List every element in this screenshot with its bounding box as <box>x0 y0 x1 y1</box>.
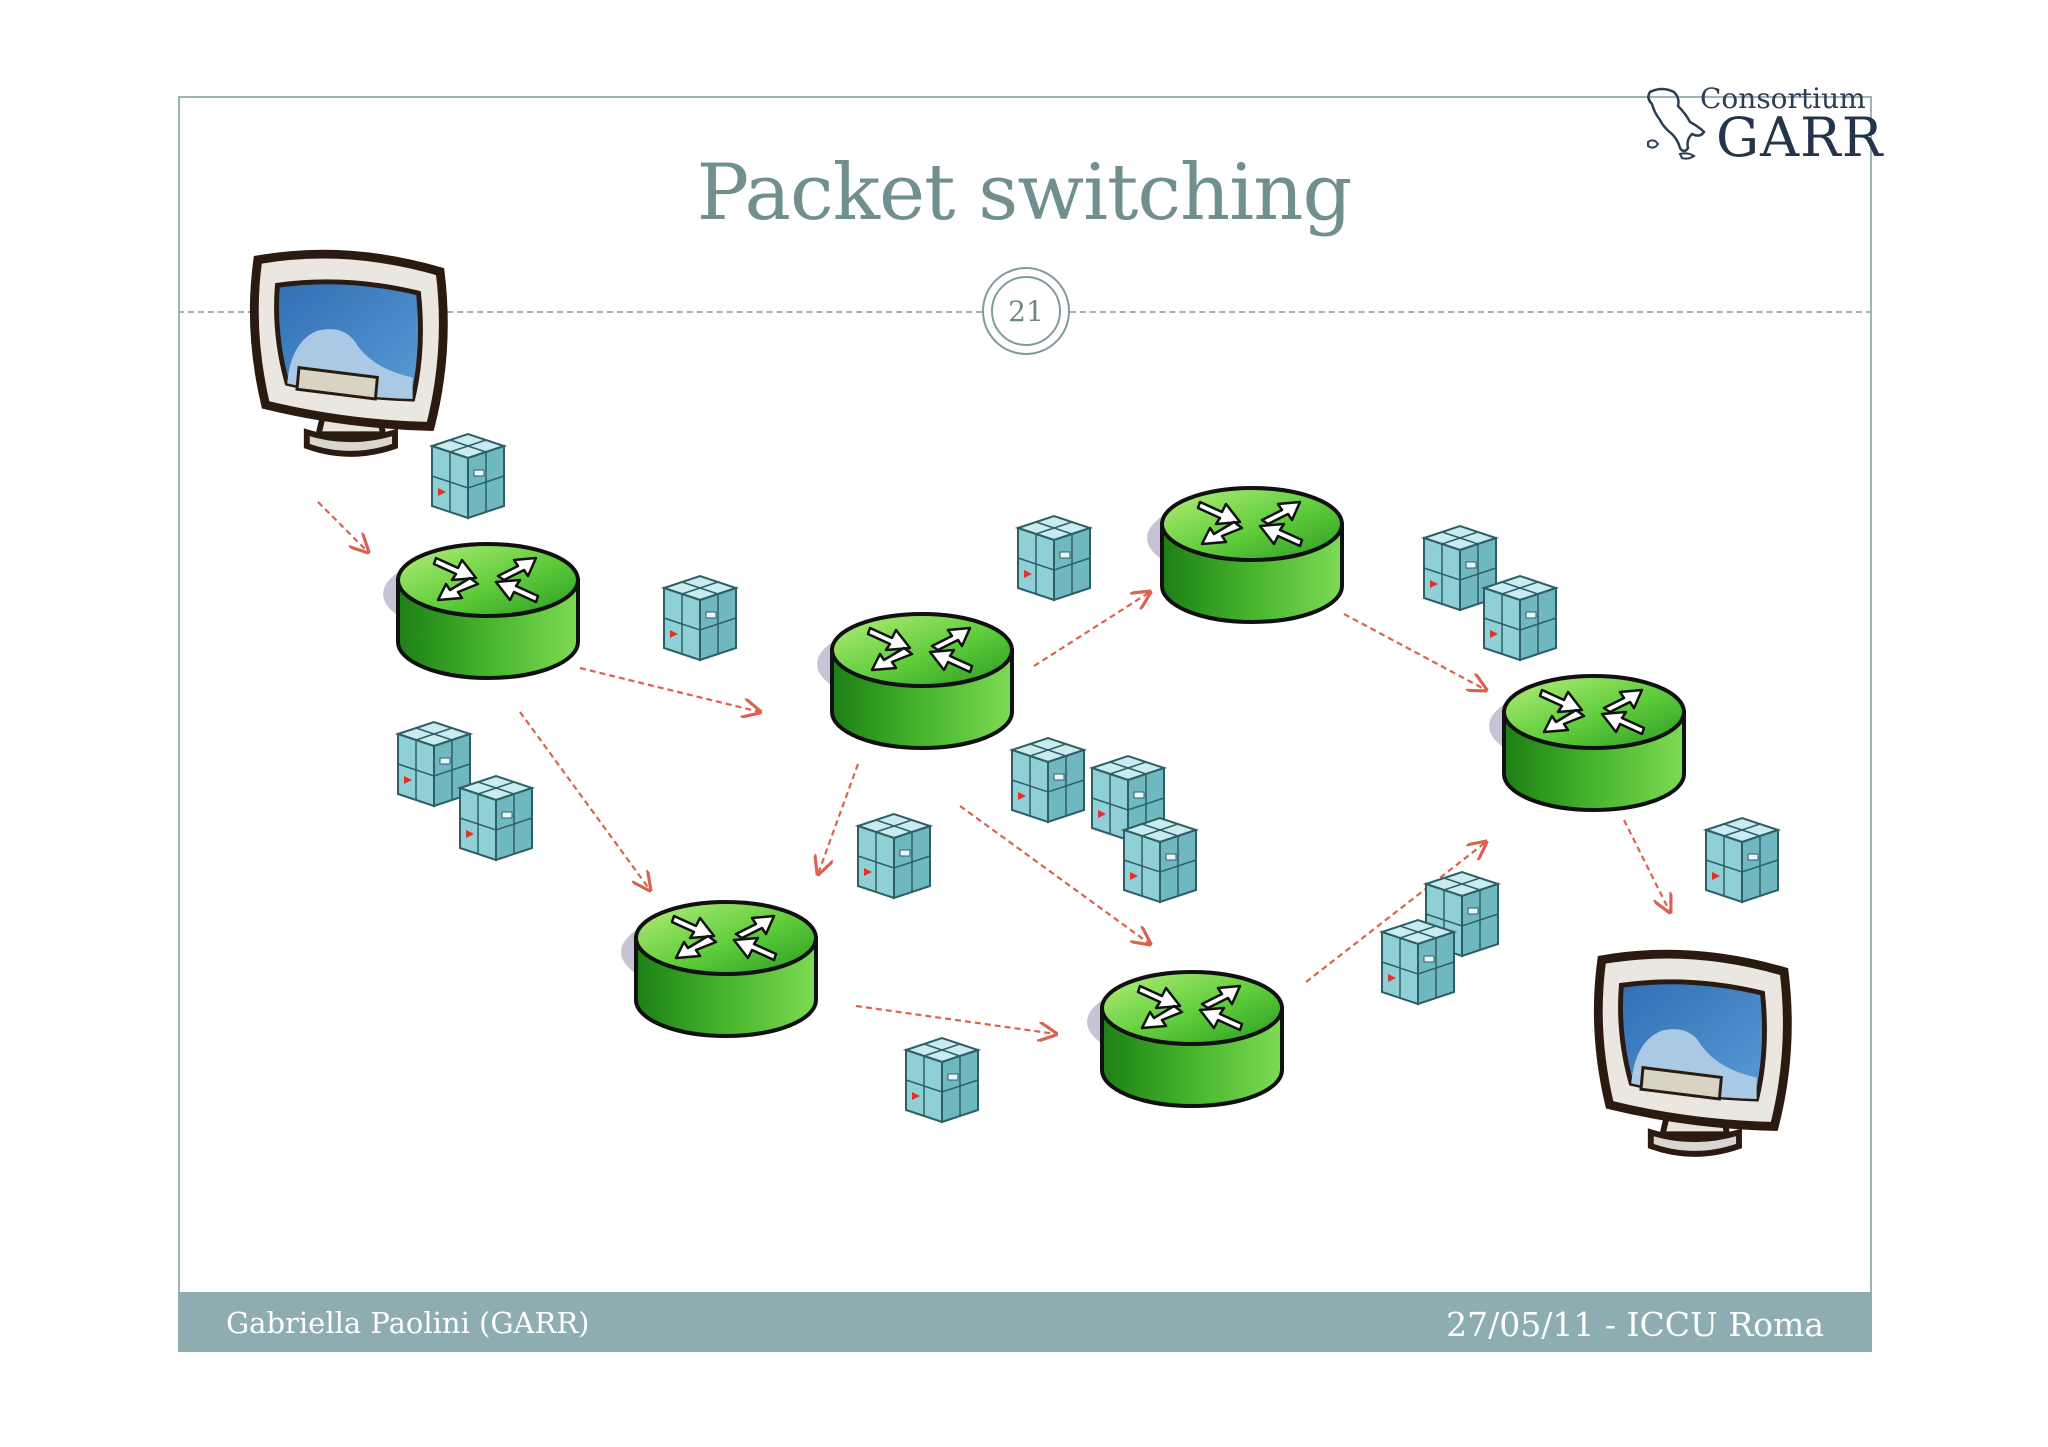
link-router3-router6 <box>1343 613 1486 690</box>
logo-consortium-text: Consortium <box>1700 82 1866 115</box>
router-4-icon <box>619 900 818 1038</box>
slide-footer: Gabriella Paolini (GARR) 27/05/11 - ICCU… <box>178 1292 1872 1352</box>
packet-icon <box>857 813 931 899</box>
packet-icon <box>663 575 737 661</box>
packet-icon <box>1483 575 1557 661</box>
destination-computer-icon <box>1598 954 1787 1154</box>
router-2-icon <box>815 612 1014 750</box>
router-3-icon <box>1145 486 1344 624</box>
title-divider-right <box>1070 311 1872 313</box>
link-router1-router4 <box>519 711 650 890</box>
link-router1-router2 <box>579 666 760 712</box>
link-router6-destination <box>1623 819 1670 912</box>
slide-title: Packet switching <box>696 148 1353 238</box>
link-router4-router5 <box>855 1004 1056 1034</box>
consortium-garr-logo: Consortium GARR <box>1640 82 1890 169</box>
packet-icon <box>1381 919 1455 1005</box>
page-number-badge: 21 <box>982 267 1070 355</box>
packet-icon <box>1705 817 1779 903</box>
link-source-router1 <box>317 501 368 552</box>
link-router2-router4 <box>818 763 860 874</box>
title-divider-left <box>178 311 982 313</box>
footer-date-venue: 27/05/11 - ICCU Roma <box>1446 1305 1824 1344</box>
footer-author: Gabriella Paolini (GARR) <box>226 1306 590 1340</box>
router-1-icon <box>381 542 580 680</box>
page-number: 21 <box>991 276 1061 346</box>
router-5-icon <box>1085 970 1284 1108</box>
link-router2-router3 <box>1033 592 1150 667</box>
source-computer-icon <box>254 254 443 454</box>
packet-icon <box>1011 737 1085 823</box>
logo-garr-text: GARR <box>1716 106 1884 169</box>
packet-icon <box>431 433 505 519</box>
link-router2-router5 <box>959 805 1150 944</box>
packet-icon <box>1123 817 1197 903</box>
packet-icon <box>1017 515 1091 601</box>
packet-icon <box>905 1037 979 1123</box>
italy-map-icon <box>1647 87 1706 160</box>
link-router5-router6 <box>1305 842 1486 983</box>
router-6-icon <box>1487 674 1686 812</box>
packet-icon <box>459 775 533 861</box>
